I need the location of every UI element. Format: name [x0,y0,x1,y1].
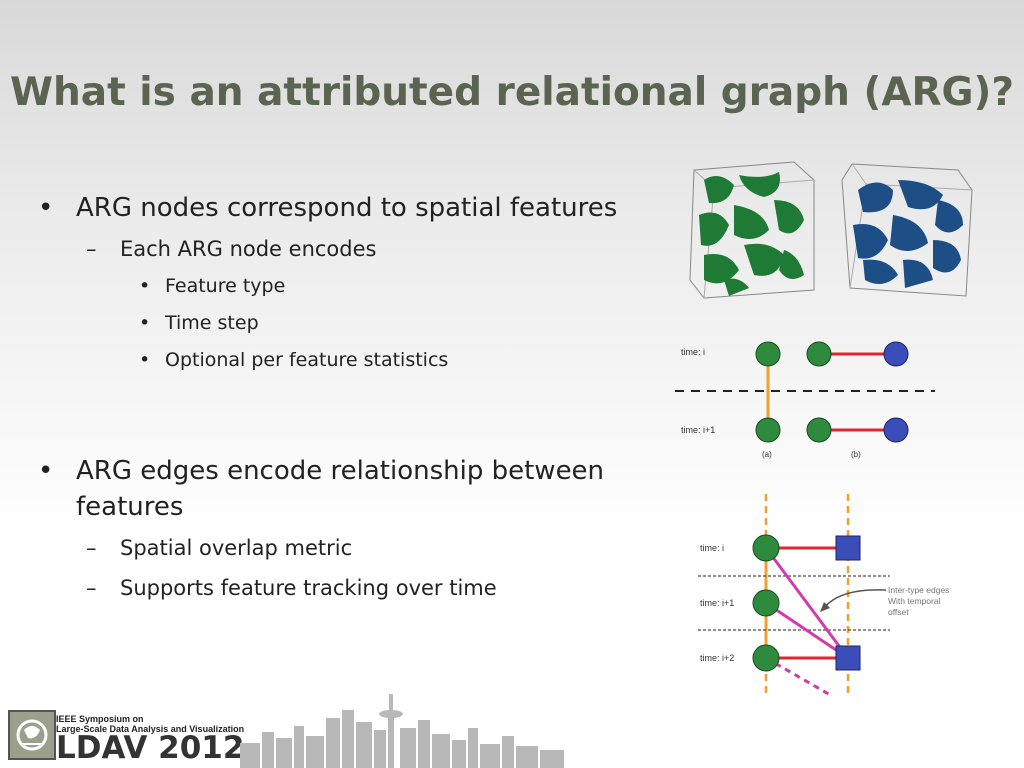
bullet-list: ARG nodes correspond to spatial features… [38,186,678,605]
slide-title: What is an attributed relational graph (… [9,70,1015,115]
label-time-i: time: i [700,543,724,553]
sub-bullet-tracking: Supports feature tracking over time [38,571,678,605]
blue-node [883,417,909,443]
label-time-i1: time: i+1 [700,598,734,608]
label-time-i1: time: i+1 [681,425,715,435]
inter-type-edge [765,601,849,660]
sub-sub-bullet-statistics: Optional per feature statistics [38,343,678,377]
green-node [755,417,781,443]
annotation-arrow [823,589,887,609]
blue-node [883,341,909,367]
footer: IEEE Symposium on Large-Scale Data Analy… [0,688,1024,768]
arg-diagram-simple: time: i time: i+1 (a) (b) [675,341,935,459]
green-node [806,417,832,443]
blue-feature-volume [841,163,973,297]
annotation-line-1: Inter-type edges [888,585,949,595]
arg-diagram-temporal: time: i time: i+1 time: i+2 Inter-type e… [698,494,949,698]
green-node [752,534,780,562]
green-node [752,589,780,617]
ldav-logo-icon [8,710,56,760]
inter-type-edge-offset [764,547,850,659]
sub-bullet-overlap: Spatial overlap metric [38,531,678,565]
bullet-edges: ARG edges encode relationship between fe… [38,453,678,525]
green-node [806,341,832,367]
annotation-line-2: With temporal [888,596,941,606]
label-time-i2: time: i+2 [700,653,734,663]
bullet-nodes: ARG nodes correspond to spatial features [38,190,678,226]
sub-bullet-node-encodes: Each ARG node encodes [38,232,678,266]
sub-sub-bullet-time-step: Time step [38,306,678,340]
green-node [755,341,781,367]
blue-square-node [835,535,861,561]
conference-line-2: Large-Scale Data Analysis and Visualizat… [56,724,245,734]
conference-name: LDAV 2012 [56,730,245,766]
annotation-line-3: offset [888,607,909,617]
green-feature-volume [689,161,815,299]
label-b: (b) [851,450,861,459]
conference-line-1: IEEE Symposium on [56,714,144,724]
city-skyline-icon [240,694,564,768]
label-time-i: time: i [681,347,705,357]
green-node [752,644,780,672]
label-a: (a) [762,450,772,459]
blue-square-node [835,645,861,671]
sub-sub-bullet-feature-type: Feature type [38,269,678,303]
